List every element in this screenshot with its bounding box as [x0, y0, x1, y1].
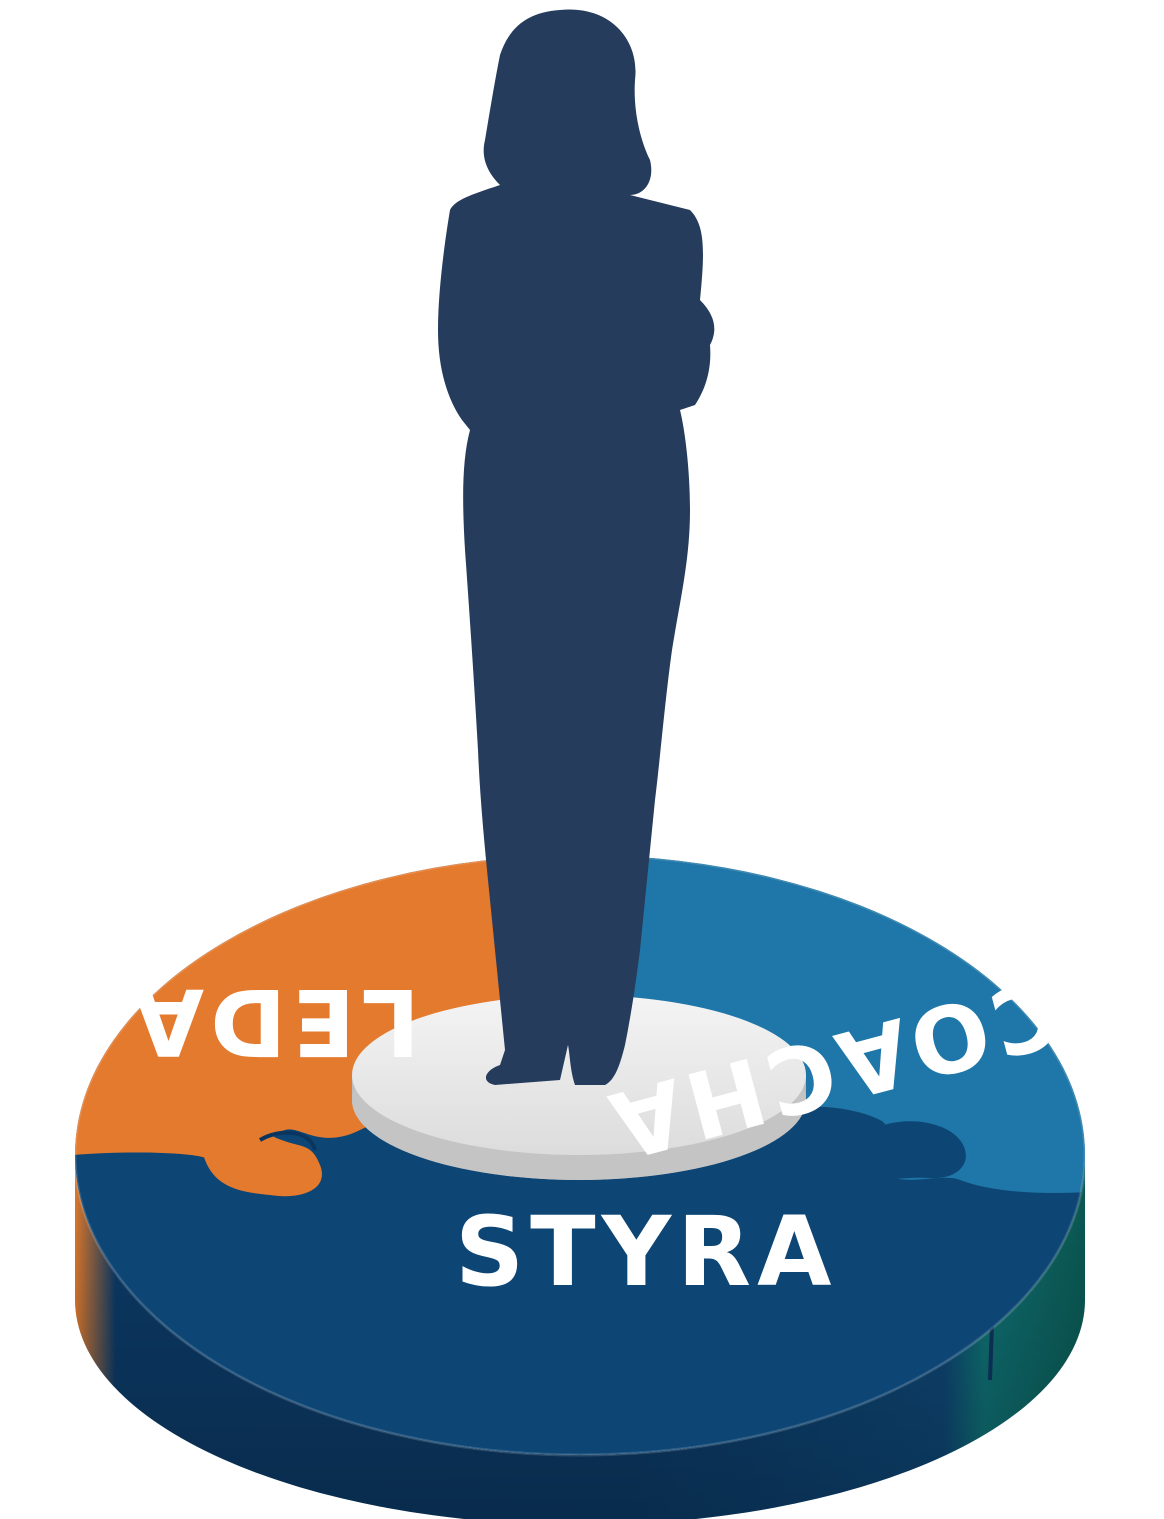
leda-puzzle-knob	[203, 1129, 322, 1197]
platform-side-shade	[75, 1155, 1085, 1519]
leda-puzzle-socket-shadow	[258, 1130, 317, 1151]
label-styra: STYRA	[455, 1196, 837, 1308]
woman-silhouette-icon	[438, 9, 715, 1085]
label-leda: LEDA	[127, 968, 420, 1075]
coacha-puzzle-socket	[855, 1121, 966, 1179]
